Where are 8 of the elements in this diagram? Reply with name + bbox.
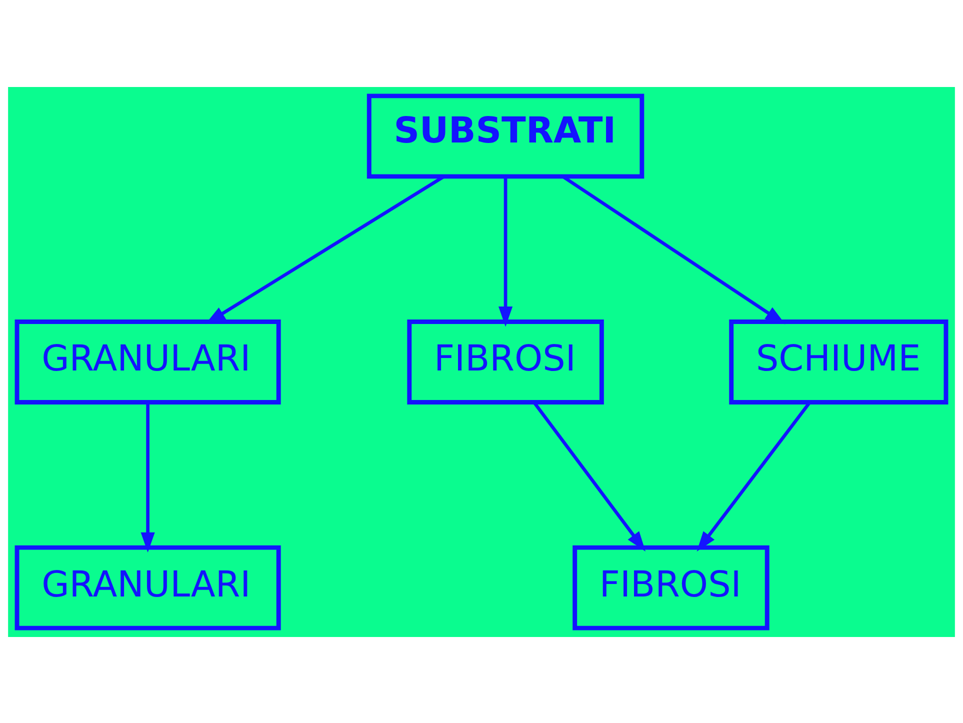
node-box: FIBROSI — [572, 544, 770, 630]
arrow — [498, 176, 513, 326]
arrow — [140, 402, 155, 552]
node-box: FIBROSI — [407, 319, 604, 404]
node-box: SUBSTRATI — [366, 93, 644, 178]
node-box: SCHIUME — [729, 319, 948, 404]
node-box: GRANULARI — [14, 544, 281, 630]
node-box: GRANULARI — [14, 319, 281, 404]
